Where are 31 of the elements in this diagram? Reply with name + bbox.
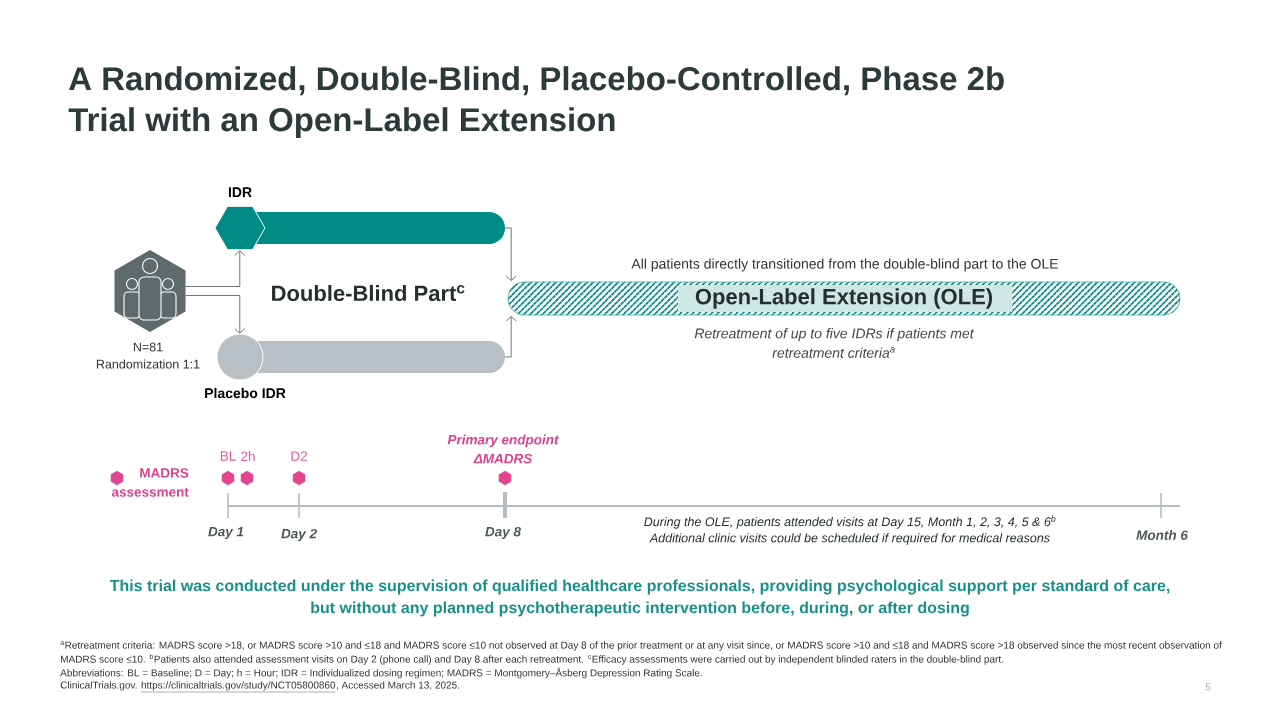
- node-label: Randomization 1:1: [96, 359, 200, 369]
- link: https://clinicaltrials.gov/study/NCT05800860: [140, 681, 336, 693]
- reference-text: ClinicalTrials.gov.: [60, 681, 137, 691]
- day-label: Day 8: [485, 526, 521, 540]
- node-label: All patients directly transitioned from the double-blind part to the OLE: [631, 258, 1058, 272]
- endpoint-label: Primary endpoint ΔMADRS: [447, 434, 559, 464]
- legend-text: MADRS assessment: [111, 468, 189, 497]
- node-label: N=81: [133, 342, 163, 352]
- footnote: Abbreviations: BL = Baseline; D = Day; h = Hour; IDR = Individualized dosing regimen; MADRS = Montgomery–Åsberg Depression Rating Scale.: [60, 667, 702, 679]
- timepoint-label: D2: [291, 451, 307, 461]
- arrow: [185, 250, 246, 287]
- statement-text: This trial was conducted under the supervision of qualified healthcare professionals, providing psychological support per standard of care, but without any planned psychotherapeutic intervention before, during, or after dosing: [109, 579, 1170, 617]
- page-number: 5: [1205, 683, 1211, 691]
- arrow: [185, 295, 246, 334]
- section-label: Double-Blind Part$^{c}$: [272, 284, 465, 302]
- day-label: Month 6: [1136, 530, 1188, 540]
- arm-label: IDR: [228, 187, 252, 197]
- day-label: Day 1: [208, 526, 244, 540]
- timepoint-label: 2h: [241, 451, 255, 461]
- reference-text: , Accessed March 13, 2025.: [336, 681, 459, 690]
- hatched-band: Open-Label Extension (OLE): [507, 281, 1181, 316]
- arrow: [504, 316, 517, 358]
- timepoint-label: BL: [220, 451, 236, 461]
- note-text: Retreatment of up to five IDRs if patients met retreatment criteria$^{a}$: [694, 328, 975, 358]
- title: A Randomized, Double-Blind, Placebo-Controlled, Phase 2b Trial with an Open-Label Extension: [68, 66, 1004, 138]
- day-label: Day 2: [281, 528, 317, 542]
- visit-note: Additional clinic visits could be scheduled if required for medical reasons: [649, 533, 1050, 545]
- footnote: $^{a}$Retreatment criteria: MADRS score >18, or MADRS score >10 and ≤18 and MADRS score ≤10 not observed at Day 8 of the prior treatment or at any visit since, or MADRS score >10 and ≤18 and MADRS score >18 observed since the most recent observation of MADRS score ≤10. $^{b}$Patients also attended assessment visits on Day 2 (phone call) and Day 8 after each retreatment. $^{c}$Efficacy assessments were carried out by independent blinded raters in the double-blind part.: [60, 641, 1222, 665]
- arm-label: Placebo IDR: [205, 387, 286, 399]
- arrow: [504, 227, 517, 281]
- visit-note: During the OLE, patients attended visits at Day 15, Month 1, 2, 3, 4, 5 & 6$^{b}$: [644, 515, 1056, 529]
